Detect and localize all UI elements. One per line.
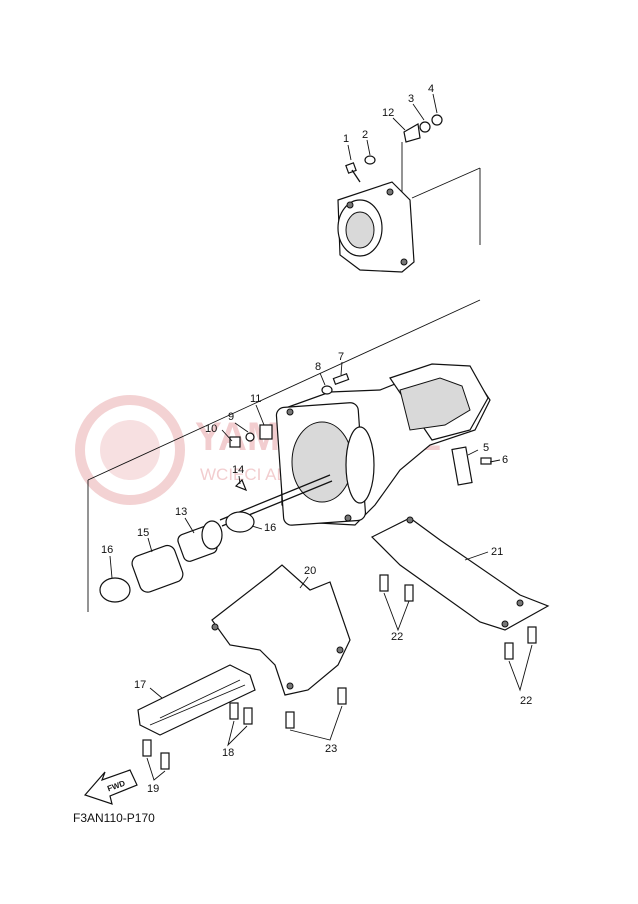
diagram-code: F3AN110-P170 (73, 811, 155, 825)
callout-15: 15 (137, 527, 149, 539)
plate-21 (370, 516, 550, 631)
upper-fasteners (345, 114, 443, 183)
callout-7: 7 (338, 351, 344, 363)
callout-numbers: 1 2 3 4 12 7 8 9 10 11 14 5 6 13 15 16 1… (101, 83, 532, 795)
callout-11: 11 (250, 393, 261, 405)
coupling-parts (99, 511, 255, 603)
callout-22-right: 22 (520, 695, 532, 707)
callout-4: 4 (428, 83, 434, 95)
callout-16-right: 16 (264, 522, 276, 534)
callout-12: 12 (382, 107, 394, 119)
callout-23: 23 (325, 743, 337, 755)
callout-19: 19 (147, 783, 159, 795)
frame-lines (87, 142, 481, 612)
callout-17: 17 (134, 679, 146, 691)
callout-16-left: 16 (101, 544, 113, 556)
callout-18: 18 (222, 747, 234, 759)
upper-housing (337, 181, 415, 273)
callout-6: 6 (502, 454, 508, 466)
callout-20: 20 (304, 565, 316, 577)
callout-13: 13 (175, 506, 187, 518)
callout-5: 5 (483, 442, 489, 454)
plate-20 (211, 564, 351, 696)
mid-fasteners (229, 373, 492, 492)
callout-9: 9 (228, 411, 234, 423)
callout-21: 21 (491, 546, 503, 558)
fwd-arrow: FWD (83, 769, 138, 805)
callout-3: 3 (408, 93, 414, 105)
callout-22-left: 22 (391, 631, 403, 643)
main-housing (275, 363, 491, 526)
callout-14: 14 (232, 464, 244, 476)
callout-1: 1 (343, 133, 349, 145)
callout-8: 8 (315, 361, 321, 373)
plate-17 (137, 664, 256, 736)
leader-lines (109, 93, 533, 781)
callout-10: 10 (205, 423, 217, 435)
lower-bolts (142, 574, 537, 770)
callout-2: 2 (362, 129, 368, 141)
